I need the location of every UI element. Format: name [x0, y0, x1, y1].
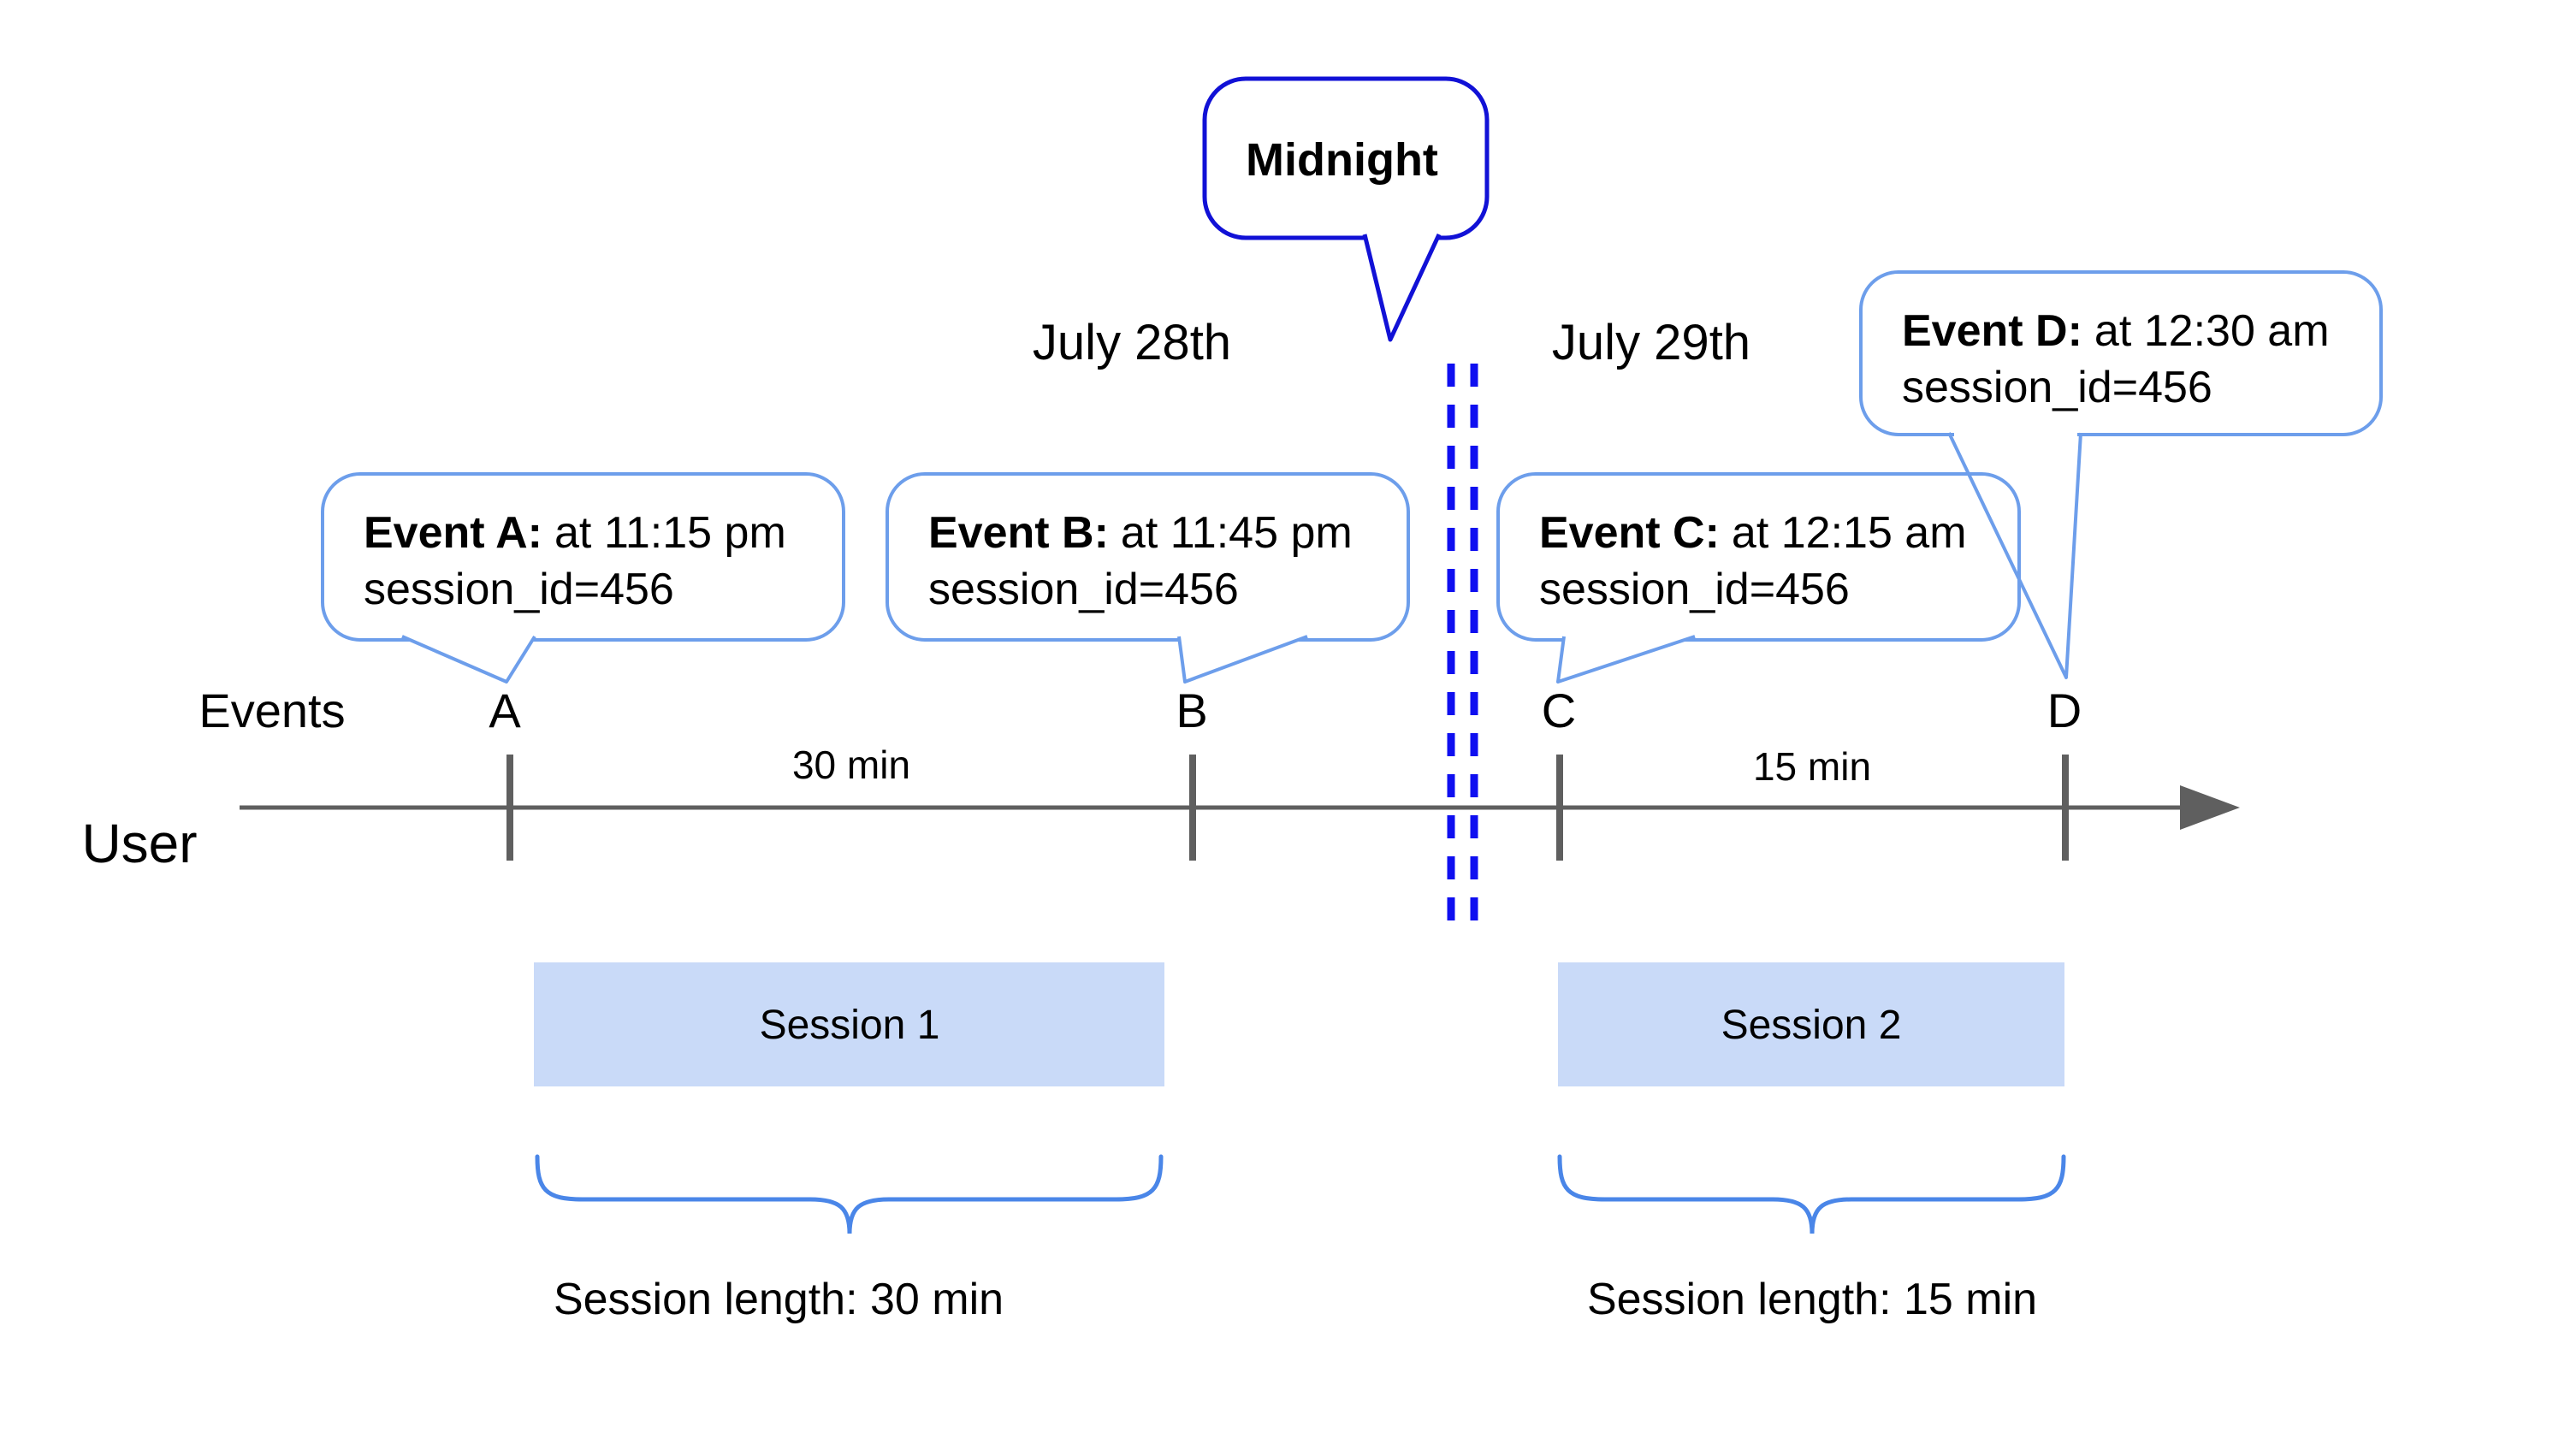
- event-callout-c-bubble: [1496, 472, 2021, 642]
- event-callout-a: Event A:at 11:15 pm session_id=456: [321, 472, 845, 684]
- event-callout-b: Event B:at 11:45 pm session_id=456: [886, 472, 1410, 684]
- event-callout-b-session-id: session_id=456: [928, 565, 1239, 614]
- session-1-length-label: Session length: 30 min: [554, 1275, 1004, 1324]
- event-callout-b-tail: [1177, 635, 1308, 684]
- event-callout-c-tail: [1556, 635, 1696, 684]
- event-callout-d-bubble: [1859, 270, 2383, 436]
- event-callout-d-line1: Event D:at 12:30 am: [1902, 306, 2330, 356]
- event-callout-a-tail: [401, 635, 536, 684]
- midnight-callout-tail: [1362, 233, 1442, 342]
- session-2-label: Session 2: [1721, 1003, 1902, 1048]
- event-callout-c: Event C:at 12:15 am session_id=456: [1496, 472, 2021, 684]
- event-callout-d-session-id: session_id=456: [1902, 363, 2212, 412]
- session-2-length-label: Session length: 15 min: [1587, 1275, 2037, 1324]
- timeline-axis: [240, 755, 2240, 861]
- session-1: Session 1 Session length: 30 min: [534, 962, 1164, 1324]
- event-callout-d-tail: [1947, 432, 2082, 679]
- midnight-callout-label: Midnight: [1246, 134, 1438, 186]
- tick-label-c: C: [1542, 684, 1576, 737]
- session-2: Session 2 Session length: 15 min: [1557, 962, 2066, 1324]
- event-callout-c-line1: Event C:at 12:15 am: [1539, 508, 1967, 558]
- session-2-box: [1558, 962, 2064, 1086]
- event-callout-c-session-id: session_id=456: [1539, 565, 1850, 614]
- events-axis-label: Events: [198, 684, 345, 737]
- date-label-july-28: July 28th: [1033, 315, 1231, 370]
- interval-label-15min: 15 min: [1753, 744, 1871, 789]
- event-callout-d: Event D:at 12:30 am session_id=456: [1859, 270, 2383, 679]
- tick-label-b: B: [1176, 684, 1207, 737]
- event-callout-a-session-id: session_id=456: [364, 565, 674, 614]
- midnight-callout: Midnight: [1202, 76, 1490, 342]
- interval-label-30min: 30 min: [792, 743, 910, 787]
- timeline-arrowhead-icon: [2180, 785, 2240, 830]
- event-callout-a-bubble: [321, 472, 845, 642]
- user-axis-label: User: [81, 813, 197, 874]
- midnight-callout-bubble: [1202, 76, 1490, 240]
- session-1-label: Session 1: [760, 1003, 940, 1048]
- session-2-brace: [1557, 1154, 2066, 1234]
- session-1-box: [534, 962, 1164, 1086]
- midnight-divider: [1447, 364, 1478, 928]
- event-callout-a-line1: Event A:at 11:15 pm: [364, 508, 786, 558]
- tick-label-a: A: [489, 684, 521, 737]
- event-callout-b-bubble: [886, 472, 1410, 642]
- session-1-brace: [535, 1154, 1164, 1234]
- event-callout-b-line1: Event B:at 11:45 pm: [928, 508, 1353, 558]
- date-label-july-29: July 29th: [1552, 315, 1750, 370]
- tick-label-d: D: [2047, 684, 2082, 737]
